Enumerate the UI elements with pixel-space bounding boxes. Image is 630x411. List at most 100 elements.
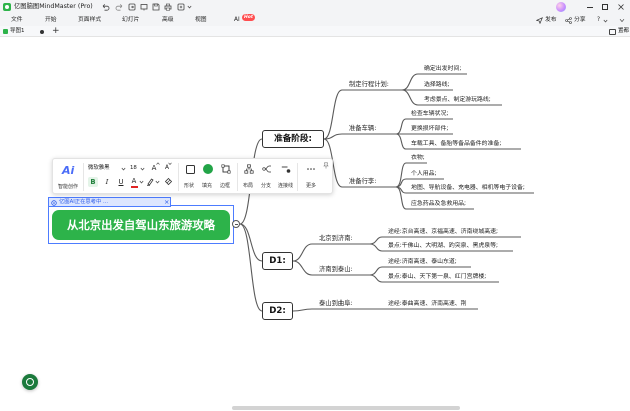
publish-button[interactable]: 发布 (545, 17, 557, 23)
caret-down-icon (168, 162, 172, 165)
mindmap-file-icon (3, 29, 8, 34)
add-tab-button[interactable]: + (52, 26, 60, 36)
leaf-topic[interactable]: 衣物; (411, 155, 425, 161)
leaf-topic[interactable]: 个人用品; (411, 171, 437, 177)
highlighter-icon[interactable] (146, 177, 155, 186)
layout-icon[interactable] (244, 164, 254, 174)
fill-label[interactable]: 填充 (202, 183, 213, 189)
print-icon[interactable] (164, 3, 172, 11)
font-family-select[interactable]: 微软雅黑 (88, 163, 128, 173)
redo-icon[interactable] (115, 3, 124, 11)
font-color-swatch (130, 186, 138, 188)
leaf-topic[interactable]: 考虑景点、制定游玩路线; (424, 97, 491, 103)
leaf-topic[interactable]: 选择路线; (424, 82, 450, 88)
menu-advanced[interactable]: 高级 (162, 17, 174, 23)
branch-label[interactable]: 分支 (261, 183, 272, 189)
connector-line-label[interactable]: 连接线 (278, 183, 294, 189)
undo-icon[interactable] (101, 3, 110, 11)
menu-home[interactable]: 开始 (45, 17, 57, 23)
unsaved-dot-icon[interactable] (40, 30, 44, 34)
subtopic-beijing-to-jinan[interactable]: 北京到济南: (319, 235, 353, 242)
horizontal-scrollbar[interactable] (232, 406, 460, 410)
shape-icon[interactable] (186, 165, 195, 174)
font-grow-button[interactable]: A (151, 164, 157, 172)
save-icon[interactable] (152, 3, 160, 11)
border-label[interactable]: 边框 (220, 183, 231, 189)
leaf-topic[interactable]: 更换损坏部件; (411, 126, 449, 132)
panel-toggle-label[interactable]: 置都 (618, 28, 630, 34)
font-size-select[interactable]: 18 (130, 163, 146, 173)
help-dropdown-icon[interactable] (603, 19, 608, 23)
fill-color-icon[interactable] (203, 164, 213, 174)
menu-file[interactable]: 文件 (11, 17, 23, 23)
leaf-topic[interactable]: 景点:千佛山、大明湖、趵突泉、黑虎泉等; (388, 243, 499, 249)
menu-page-style[interactable]: 页面样式 (78, 17, 102, 23)
send-icon[interactable] (536, 17, 543, 24)
chevron-down-icon (140, 167, 145, 171)
branch-topic-d2[interactable]: D2: (262, 302, 293, 320)
pin-icon[interactable] (323, 162, 329, 169)
border-icon[interactable] (221, 164, 231, 174)
share-button[interactable]: 分享 (574, 17, 586, 23)
panel-toggle-icon[interactable] (609, 29, 616, 35)
subtopic-vehicle[interactable]: 准备车辆: (349, 125, 377, 132)
underline-button[interactable]: U (118, 178, 124, 186)
font-color-button[interactable]: A (131, 177, 137, 185)
branch-icon[interactable] (262, 164, 272, 174)
connector-line-icon[interactable] (281, 164, 291, 174)
chevron-down-icon[interactable] (187, 5, 192, 9)
user-avatar[interactable] (556, 2, 566, 12)
collapse-ribbon-icon[interactable] (619, 18, 625, 23)
menu-view[interactable]: 视图 (195, 17, 207, 23)
leaf-topic[interactable]: 车载工具、备胎等备品备件的准备; (411, 141, 502, 147)
ai-create-label[interactable]: 智能创作 (58, 184, 79, 190)
leaf-topic[interactable]: 途经:济南高速、泰山东道; (388, 259, 457, 265)
chevron-down-icon[interactable] (155, 180, 160, 184)
chevron-down-icon[interactable] (139, 180, 144, 184)
help-button[interactable]: ? (597, 17, 601, 23)
leaf-topic[interactable]: 景点:泰山、天下第一泉、红门宫牌楼; (388, 274, 487, 280)
branch-topic-d1[interactable]: D1: (262, 252, 293, 270)
ai-status-close-button[interactable]: × (164, 198, 170, 206)
leaf-topic[interactable]: 检查车辆状况; (411, 111, 449, 117)
more-options-icon[interactable] (306, 165, 316, 173)
shape-label[interactable]: 形状 (184, 183, 195, 189)
toolbar-divider (178, 163, 179, 191)
bold-button[interactable]: B (88, 177, 98, 187)
ai-assistant-float-icon[interactable] (22, 374, 38, 390)
toolbar-divider (237, 163, 238, 191)
layout-label[interactable]: 布局 (243, 183, 254, 189)
leaf-topic[interactable]: 确定出发时间; (424, 66, 462, 72)
branch-topic-prepare[interactable]: 准备阶段: (262, 130, 324, 148)
font-shrink-button[interactable]: A (165, 165, 169, 171)
leaf-topic[interactable]: 应急药品及急救用品; (411, 201, 467, 207)
more-icon[interactable] (177, 3, 185, 11)
italic-button[interactable]: I (105, 178, 109, 186)
connector-d1-beijing-jinan (292, 243, 370, 262)
leaf-topic[interactable]: 地图、导航设备、充电器、相机等电子设备; (411, 185, 525, 191)
subtopic-itinerary[interactable]: 制定行程计划: (349, 81, 389, 88)
central-topic[interactable]: 从北京出发自驾山东旅游攻略 (52, 210, 230, 240)
menu-ai[interactable]: AI (234, 17, 240, 23)
collapse-branch-icon[interactable] (232, 220, 240, 228)
subtopic-jinan-to-taishan[interactable]: 济南到泰山: (319, 266, 353, 273)
minimize-icon[interactable] (587, 7, 593, 8)
leaf-topic[interactable]: 途经:京台高速、京福高速、济南绕城高速; (388, 229, 499, 235)
share-icon[interactable] (565, 17, 572, 24)
menu-slides[interactable]: 幻灯片 (122, 17, 140, 23)
more-label[interactable]: 更多 (306, 183, 317, 189)
ai-create-icon[interactable]: Ai (62, 164, 75, 177)
close-icon[interactable] (617, 3, 625, 11)
subtopic-taishan-to-qufu[interactable]: 泰山到曲阜: (319, 300, 353, 307)
connector-central-d2 (239, 223, 263, 312)
tab-mindmap-1[interactable]: 导图1 (10, 28, 25, 34)
ai-spinner-icon (51, 199, 57, 206)
leaf-topic[interactable]: 途经:泰曲高速、济南高速、荆 (388, 301, 467, 307)
clear-format-icon[interactable] (164, 177, 173, 186)
slideshow-icon[interactable] (140, 3, 148, 11)
export-icon[interactable] (128, 3, 136, 11)
subtopic-luggage[interactable]: 准备行李: (349, 178, 377, 185)
menu-bar: 文件 开始 页面样式 幻灯片 高级 视图 AI Hot 发布 分享 ? (0, 14, 630, 26)
toolbar-divider (297, 163, 298, 191)
maximize-icon[interactable] (602, 4, 608, 10)
